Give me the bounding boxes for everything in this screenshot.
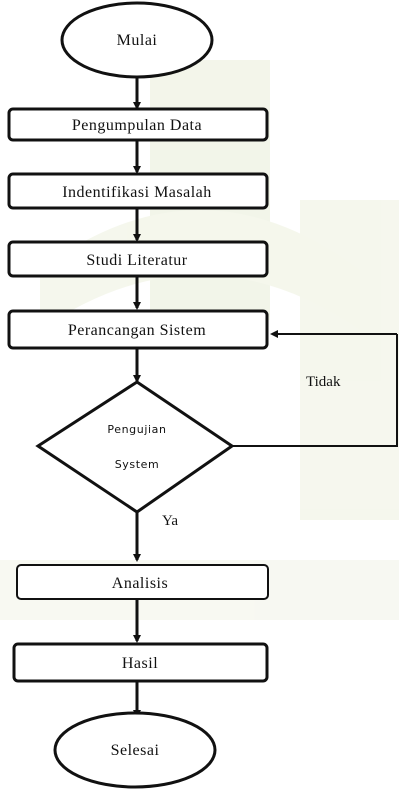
- start-label: Mulai: [117, 32, 158, 49]
- result-node: Hasil: [12, 642, 269, 683]
- end-node: Selesai: [53, 711, 217, 789]
- system-testing-decision: Pengujian System: [35, 380, 235, 514]
- problem-identification-label: Indentifikasi Masalah: [62, 184, 212, 201]
- analysis-node: Analisis: [16, 564, 269, 600]
- literature-study-node: Studi Literatur: [7, 240, 269, 278]
- system-design-label: Perancangan Sistem: [68, 322, 206, 339]
- system-design-node: Perancangan Sistem: [7, 309, 269, 350]
- edge-label-no: Tidak: [306, 374, 341, 390]
- connectors: [133, 78, 398, 718]
- result-label: Hasil: [122, 655, 158, 672]
- literature-study-label: Studi Literatur: [86, 252, 187, 269]
- system-testing-label-line2: System: [115, 458, 160, 471]
- data-collection-label: Pengumpulan Data: [72, 117, 202, 134]
- problem-identification-node: Indentifikasi Masalah: [7, 172, 269, 210]
- arrow-testing-no-loop: [232, 334, 398, 447]
- analysis-label: Analisis: [112, 575, 168, 592]
- data-collection-node: Pengumpulan Data: [7, 107, 269, 142]
- start-node: Mulai: [60, 1, 214, 79]
- end-label: Selesai: [111, 742, 160, 759]
- system-testing-label-line1: Pengujian: [107, 423, 166, 436]
- edge-label-yes: Ya: [162, 513, 178, 529]
